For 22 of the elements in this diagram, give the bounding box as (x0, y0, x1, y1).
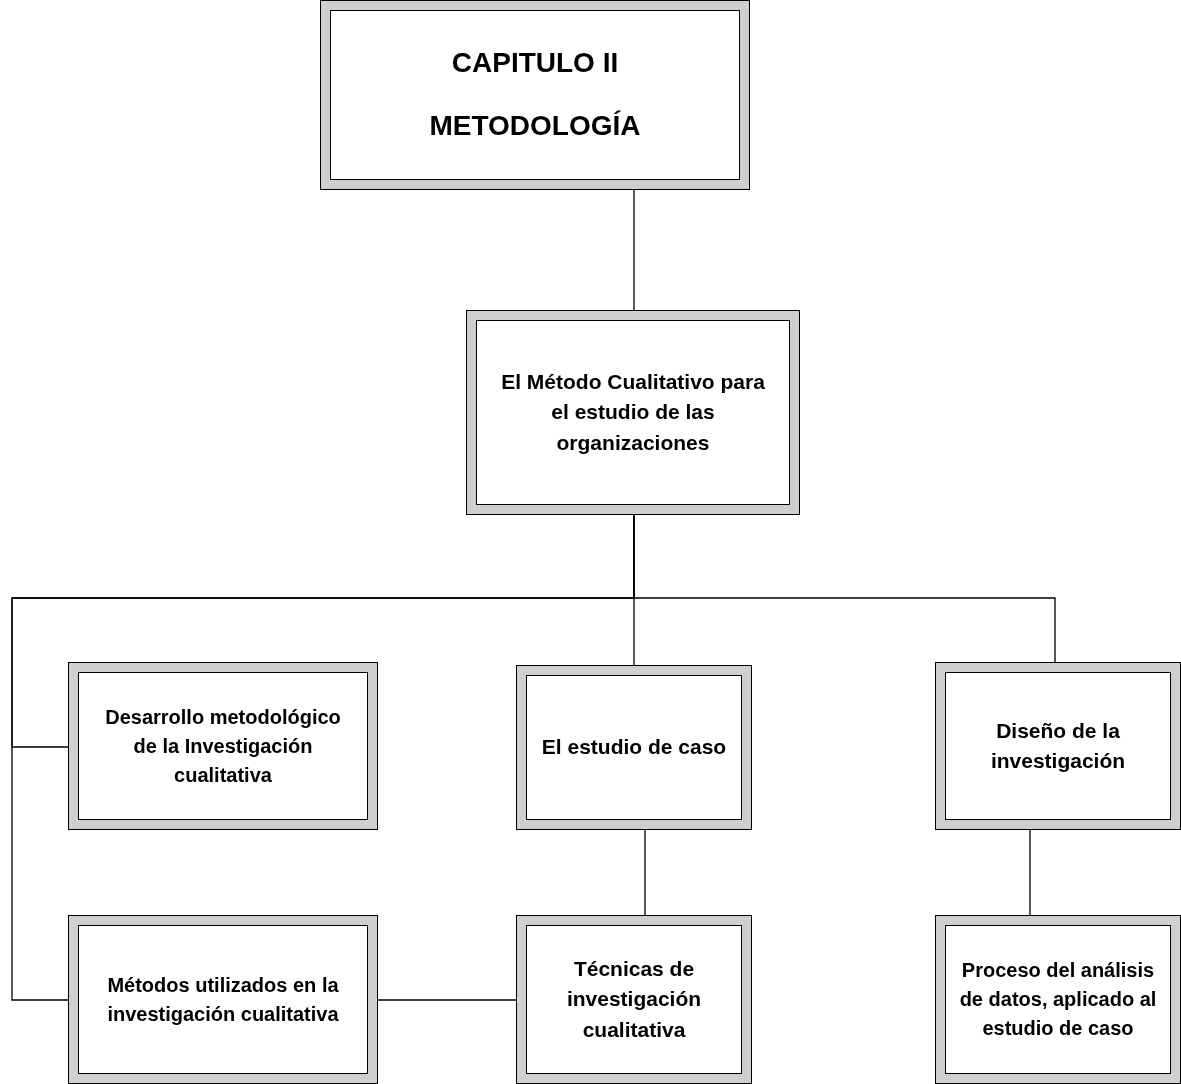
connector-line (633, 189, 635, 311)
beveled-box (935, 662, 1181, 830)
box-text: Diseño de la investigación (989, 717, 1127, 774)
beveled-box (68, 915, 378, 1084)
box-text: Proceso del análisis de datos, aplicado al estudio de caso (958, 958, 1158, 1041)
beveled-box (516, 665, 752, 830)
box-text: Desarrollo metodológico de la Investigación cualitativa (104, 704, 342, 788)
connector-line (1029, 829, 1031, 916)
beveled-box (466, 310, 800, 515)
box-text: El estudio de caso (541, 734, 727, 761)
box-text: El Método Cualitativo para el estudio de las organizaciones (501, 368, 765, 456)
beveled-box (320, 0, 750, 190)
beveled-box (516, 915, 752, 1084)
beveled-box (935, 915, 1181, 1084)
box-text: Métodos utilizados en la investigación cualitativa (106, 972, 340, 1027)
box-text: Técnicas de investigación cualitativa (565, 955, 703, 1043)
box-text: CAPITULO II (451, 46, 619, 81)
connector-line (377, 999, 517, 1001)
connector-line (644, 829, 646, 916)
box-text: METODOLOGÍA (429, 109, 641, 143)
beveled-box (68, 662, 378, 830)
connector-line (11, 514, 635, 1001)
